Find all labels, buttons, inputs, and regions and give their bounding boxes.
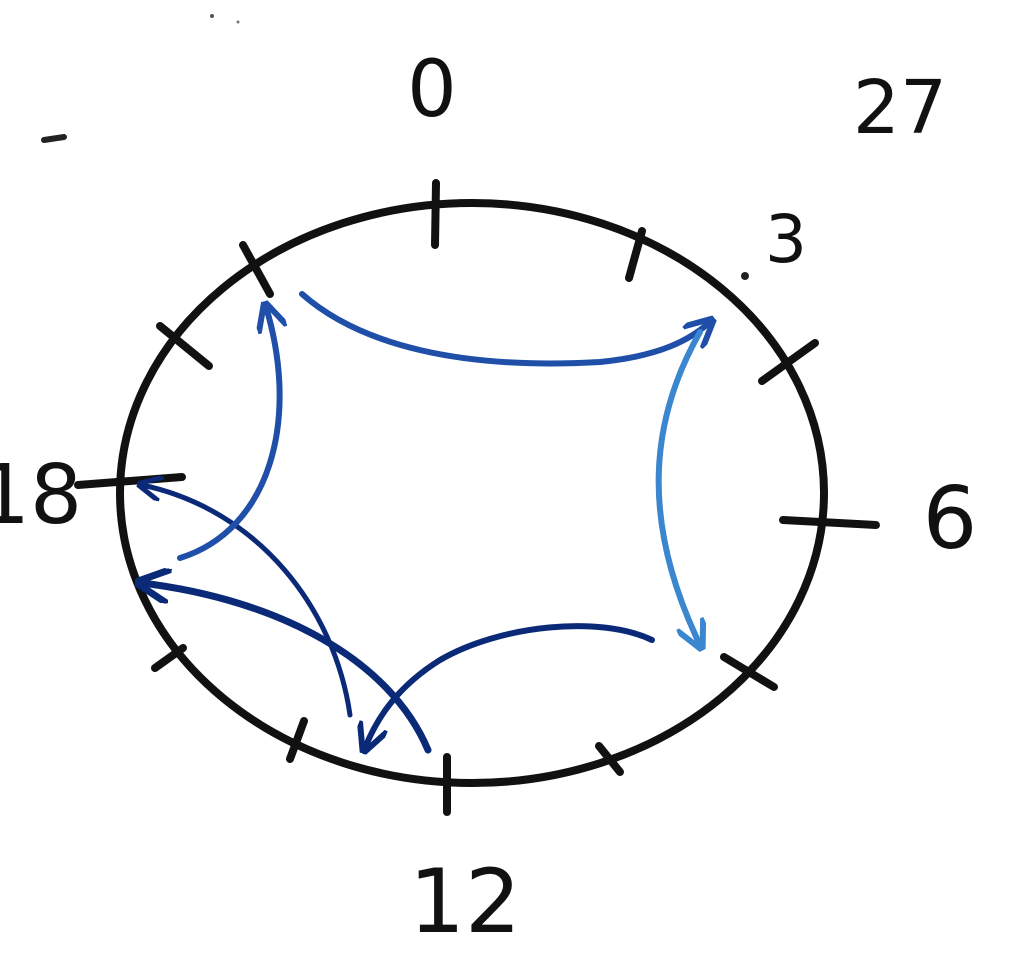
arrow-lower-right (365, 623, 655, 748)
tick-1 (625, 227, 646, 282)
title-label: 27 (853, 65, 947, 151)
tick-0 (431, 179, 440, 249)
arrow-top (299, 291, 710, 367)
stray-dot (210, 14, 214, 18)
tick-9 (74, 473, 186, 489)
label-top: 0 (407, 45, 457, 135)
arrow-right (655, 329, 700, 645)
label-bottom: 12 (409, 850, 521, 953)
stray-dot (741, 272, 749, 280)
tick-marks (74, 179, 880, 816)
tick-3 (779, 516, 880, 529)
tick-2 (758, 339, 819, 385)
arrow-lower-left-outer (142, 583, 432, 754)
tick-10 (156, 322, 213, 370)
stray-mark (41, 134, 67, 143)
arrow-lower-left-inner (142, 485, 353, 718)
tick-11 (239, 241, 274, 298)
cycle-arrows (142, 291, 710, 754)
stray-dot (236, 20, 240, 24)
tick-4 (720, 653, 778, 691)
tick-5 (595, 742, 624, 776)
arrow-left (177, 307, 280, 561)
label-right: 6 (923, 469, 978, 569)
label-upper-right: 3 (765, 201, 807, 278)
tick-8 (151, 644, 187, 672)
tick-7 (286, 717, 308, 763)
clock-ring (116, 199, 828, 787)
label-left: 18 (0, 448, 82, 543)
